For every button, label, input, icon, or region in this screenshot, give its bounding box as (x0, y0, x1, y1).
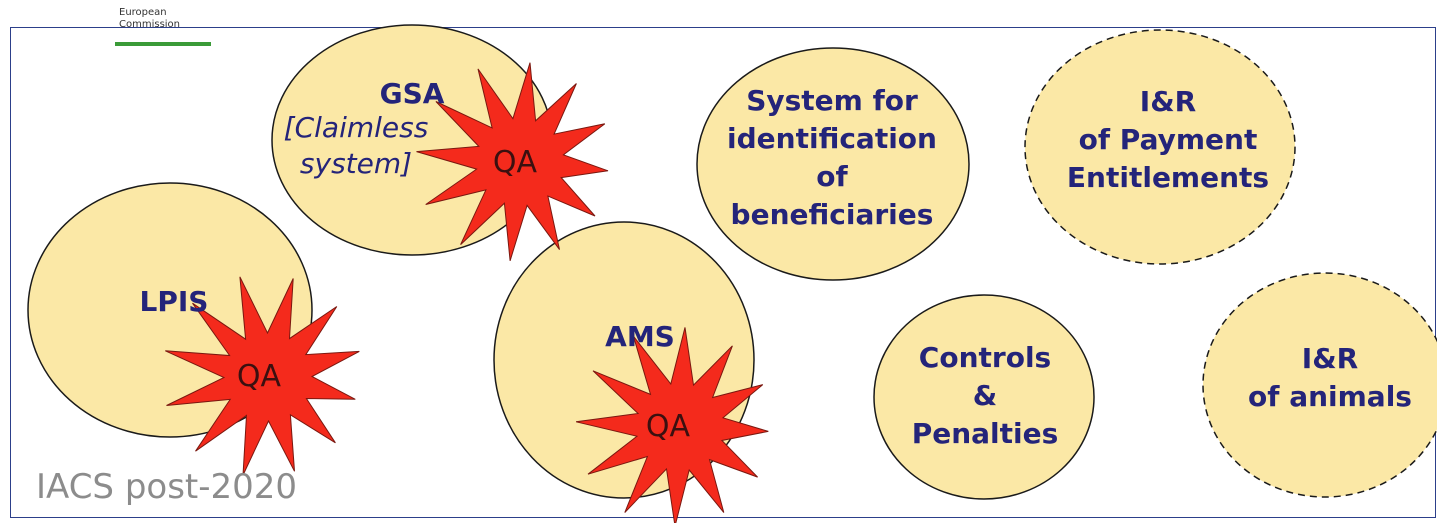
ams-qa-label: QA (645, 409, 691, 444)
beneficiaries-node (696, 47, 970, 281)
lpis-qa-label: QA (236, 359, 282, 394)
gsa-qa-label: QA (492, 145, 538, 180)
logo-text-line1: European (119, 7, 167, 18)
logo-text-line2: Commission (119, 19, 181, 30)
gsa-qa-starburst (416, 62, 609, 261)
diagram-title: IACS post-2020 (36, 467, 298, 507)
lpis-label: LPIS (139, 285, 209, 318)
content-frame (10, 27, 1436, 518)
payment-entitlements-node (1024, 29, 1296, 265)
controls-label: Controls&Penalties (911, 341, 1059, 450)
logo-bar (115, 42, 211, 46)
controls-node (873, 294, 1095, 500)
animals-node (1202, 272, 1437, 498)
gsa-label: GSA (379, 77, 445, 110)
lpis-qa-starburst (165, 276, 360, 476)
ams-label: AMS (605, 320, 675, 353)
ams-qa-starburst (575, 327, 769, 523)
